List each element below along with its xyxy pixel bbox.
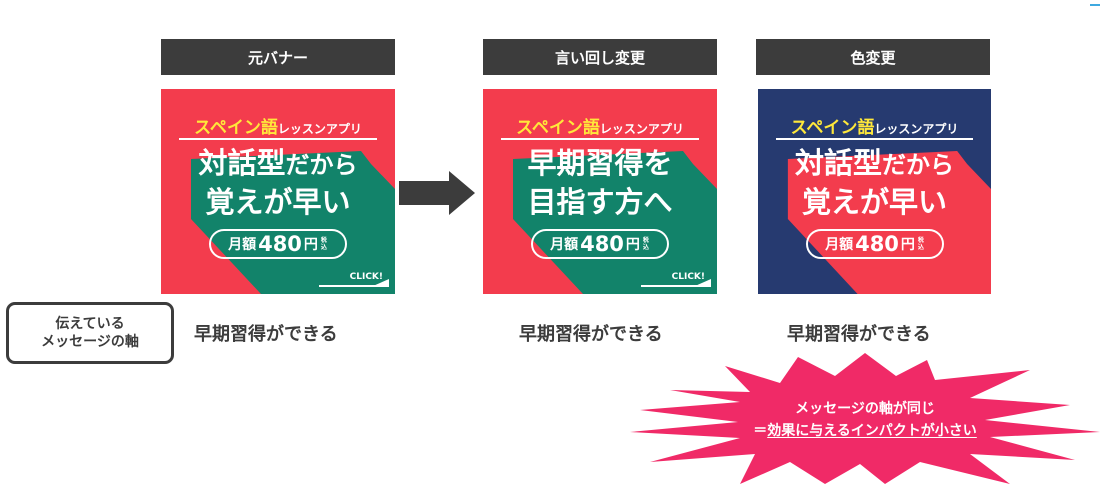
price-label: 月額 [228,237,257,253]
callout-line1: メッセージの軸が同じ [795,401,935,417]
price-tax: 税込 [642,237,649,251]
price-tax: 税込 [320,237,327,251]
headline-line1-big: 対話型 [794,146,882,180]
cta-underline [641,285,711,287]
headline: 対話型だから 覚えが早い [758,146,991,224]
brand-title: スペイン語レッスンアプリ [161,113,395,138]
banner-background [483,89,717,294]
brand-main: スペイン語 [516,118,600,138]
headline-line2: 覚えが早い [205,185,351,219]
price-value: 480 [580,232,624,256]
price-value: 480 [855,232,899,256]
arrow-right-icon [399,171,475,215]
price-value: 480 [258,232,302,256]
headline-line1-small: だから [882,151,954,179]
brand-main: スペイン語 [790,118,875,138]
price-unit: 円 [625,237,640,253]
divider-rule [501,138,699,140]
brand-title: スペイン語レッスンアプリ [758,113,991,138]
price-label: 月額 [550,237,579,253]
callout-starburst: メッセージの軸が同じ ＝効果に与えるインパクトが小さい [630,350,1100,484]
price-tax: 税込 [917,237,924,251]
banner-wording-change: スペイン語レッスンアプリ 早期習得を 目指す方へ 月額 480 円 税込 CLI… [483,89,717,294]
price-unit: 円 [900,237,915,253]
price-pill: 月額 480 円 税込 [531,229,669,259]
cta-arrow-icon [373,279,389,286]
brand-sub: レッスンアプリ [277,122,362,136]
headline-line2: 覚えが早い [801,185,947,219]
banner-color-change: スペイン語レッスンアプリ 対話型だから 覚えが早い 月額 480 円 税込 [758,89,991,294]
column-header-wording-change: 言い回し変更 [483,39,717,75]
price-unit: 円 [303,237,318,253]
callout-text: メッセージの軸が同じ ＝効果に与えるインパクトが小さい [630,398,1100,442]
brand-sub: レッスンアプリ [874,122,959,136]
message-axis-label: 伝えている メッセージの軸 [6,302,174,364]
headline-line1-big: 対話型 [198,146,286,180]
price-label: 月額 [825,237,854,253]
divider-rule [776,138,973,140]
headline: 対話型だから 覚えが早い [161,146,395,224]
headline-line1: 早期習得を [527,146,673,180]
price-pill: 月額 480 円 税込 [806,229,944,259]
callout-prefix: ＝ [753,423,768,439]
starburst-shape [630,353,1100,484]
cta-click[interactable]: CLICK! [671,272,705,282]
cta-click[interactable]: CLICK! [349,272,383,282]
column-header-original: 元バナー [161,39,395,75]
brand-title: スペイン語レッスンアプリ [483,113,717,138]
headline-line2: 目指す方へ [527,185,673,219]
brand-main: スペイン語 [194,118,278,138]
message-color-change: 早期習得ができる [787,324,931,345]
headline-line1-small: だから [285,151,358,179]
corner-accent-line [1090,4,1100,6]
message-original: 早期習得ができる [194,324,338,345]
price-pill: 月額 480 円 税込 [209,229,347,259]
brand-sub: レッスンアプリ [599,122,684,136]
axis-label-line2: メッセージの軸 [41,334,139,350]
divider-rule [179,138,377,140]
headline: 早期習得を 目指す方へ [483,146,717,224]
column-header-color-change: 色変更 [756,39,990,75]
callout-line2: 効果に与えるインパクトが小さい [767,423,977,439]
banner-original: スペイン語レッスンアプリ 対話型だから 覚えが早い 月額 480 円 税込 CL… [161,89,395,294]
cta-arrow-icon [695,279,711,286]
axis-label-line1: 伝えている [55,316,125,332]
message-wording-change: 早期習得ができる [519,324,663,345]
cta-underline [319,285,389,287]
